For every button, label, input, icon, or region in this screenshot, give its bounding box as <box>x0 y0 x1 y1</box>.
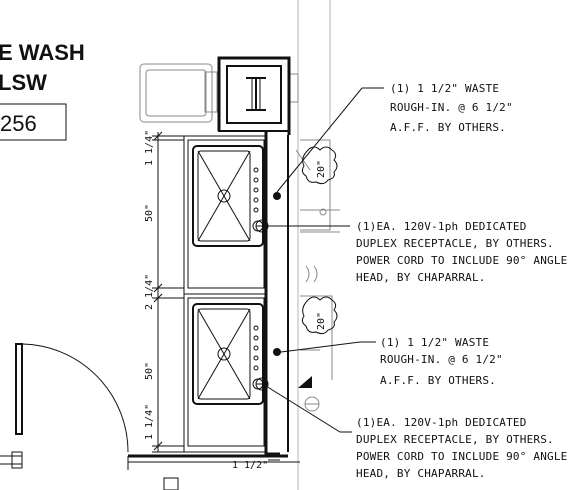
callout-line: (1)EA. 120V-1ph DEDICATED <box>356 220 527 233</box>
callout-waste-upper: (1) 1 1/2" WASTE ROUGH-IN. @ 6 1/2" A.F.… <box>390 82 513 134</box>
plumbing-upper <box>295 139 340 233</box>
leader-receptacle-lower <box>265 385 352 433</box>
back-wall-thick <box>264 131 280 456</box>
model-number: 256 <box>0 111 37 136</box>
upper-sink-unit <box>187 139 265 289</box>
dim-bottom-gap: 1 1/4" <box>144 404 155 440</box>
receptacle-cloud-upper <box>301 146 338 185</box>
leader-waste-lower <box>280 341 376 353</box>
leader-waste-upper <box>276 87 384 193</box>
top-equipment <box>139 57 299 132</box>
waste-roughin-lower <box>273 348 281 356</box>
title-line-2: LSW <box>0 70 47 95</box>
dim-top-gap: 1 1/4" <box>144 130 155 166</box>
callout-receptacle-lower: (1)EA. 120V-1ph DEDICATED DUPLEX RECEPTA… <box>356 416 568 480</box>
plumbing-lower <box>298 265 338 412</box>
model-box <box>0 103 67 141</box>
callout-line: A.F.F. BY OTHERS. <box>390 121 506 134</box>
callout-receptacle-upper: (1)EA. 120V-1ph DEDICATED DUPLEX RECEPTA… <box>356 220 568 284</box>
title-line-1: E WASH <box>0 40 85 65</box>
left-dimension-string <box>152 131 184 453</box>
callout-line: DUPLEX RECEPTACLE, BY OTHERS. <box>356 433 554 446</box>
door-swing <box>0 343 129 469</box>
callout-line: (1)EA. 120V-1ph DEDICATED <box>356 416 527 429</box>
dim-upper-sink: 50" <box>144 204 155 222</box>
upper-drain <box>217 189 231 203</box>
callout-line: (1) 1 1/2" WASTE <box>380 336 489 349</box>
dim-bottom-side: 1 1/2" <box>232 460 268 471</box>
floor-marker <box>163 477 179 490</box>
waste-roughin-upper <box>273 192 281 200</box>
column-outline <box>217 56 291 135</box>
callout-line: POWER CORD TO INCLUDE 90° ANGLE <box>356 450 568 463</box>
callout-line: HEAD, BY CHAPARRAL. <box>356 467 486 480</box>
lower-sink-unit <box>187 297 265 447</box>
callout-line: DUPLEX RECEPTACLE, BY OTHERS. <box>356 237 554 250</box>
dim-receptacle-upper: 20" <box>316 160 327 178</box>
callout-line: ROUGH-IN. @ 6 1/2" <box>390 101 513 114</box>
callout-line: HEAD, BY CHAPARRAL. <box>356 271 486 284</box>
callout-line: A.F.F. BY OTHERS. <box>380 374 496 387</box>
dim-middle-gap: 2 1/4" <box>144 274 155 310</box>
callout-line: POWER CORD TO INCLUDE 90° ANGLE <box>356 254 568 267</box>
receptacle-lower <box>255 377 269 391</box>
callout-waste-lower: (1) 1 1/2" WASTE ROUGH-IN. @ 6 1/2" A.F.… <box>380 336 503 387</box>
section-arrow <box>298 376 312 388</box>
dim-lower-sink: 50" <box>144 362 155 380</box>
receptacle-cloud-lower <box>301 296 338 335</box>
callout-line: ROUGH-IN. @ 6 1/2" <box>380 353 503 366</box>
lower-drain <box>217 347 231 361</box>
dim-receptacle-lower: 20" <box>316 312 327 330</box>
callout-line: (1) 1 1/2" WASTE <box>390 82 499 95</box>
